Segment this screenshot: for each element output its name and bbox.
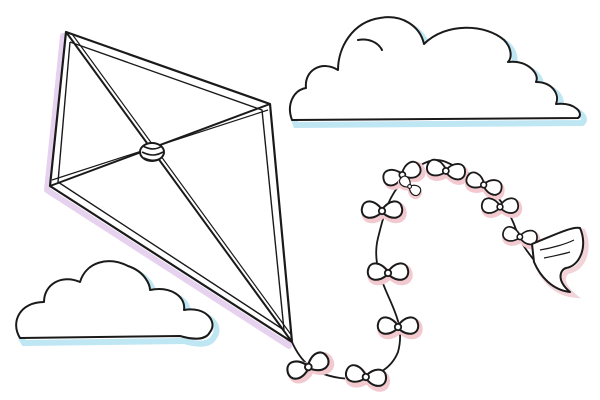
bow [344, 364, 390, 392]
kite-knot [139, 142, 165, 162]
kite-spar-vertical [65, 31, 293, 343]
bow [366, 262, 413, 286]
tail-ribbon [531, 226, 589, 299]
bow [465, 171, 505, 201]
bow [502, 226, 541, 250]
cloud-upper-right [288, 16, 587, 129]
bow [360, 200, 407, 224]
bow [376, 316, 423, 340]
bow-tail [286, 158, 541, 392]
bow [286, 351, 335, 384]
cloud-lower-left [15, 260, 220, 347]
bow [480, 197, 523, 218]
bow [425, 158, 469, 185]
bow [397, 175, 422, 200]
